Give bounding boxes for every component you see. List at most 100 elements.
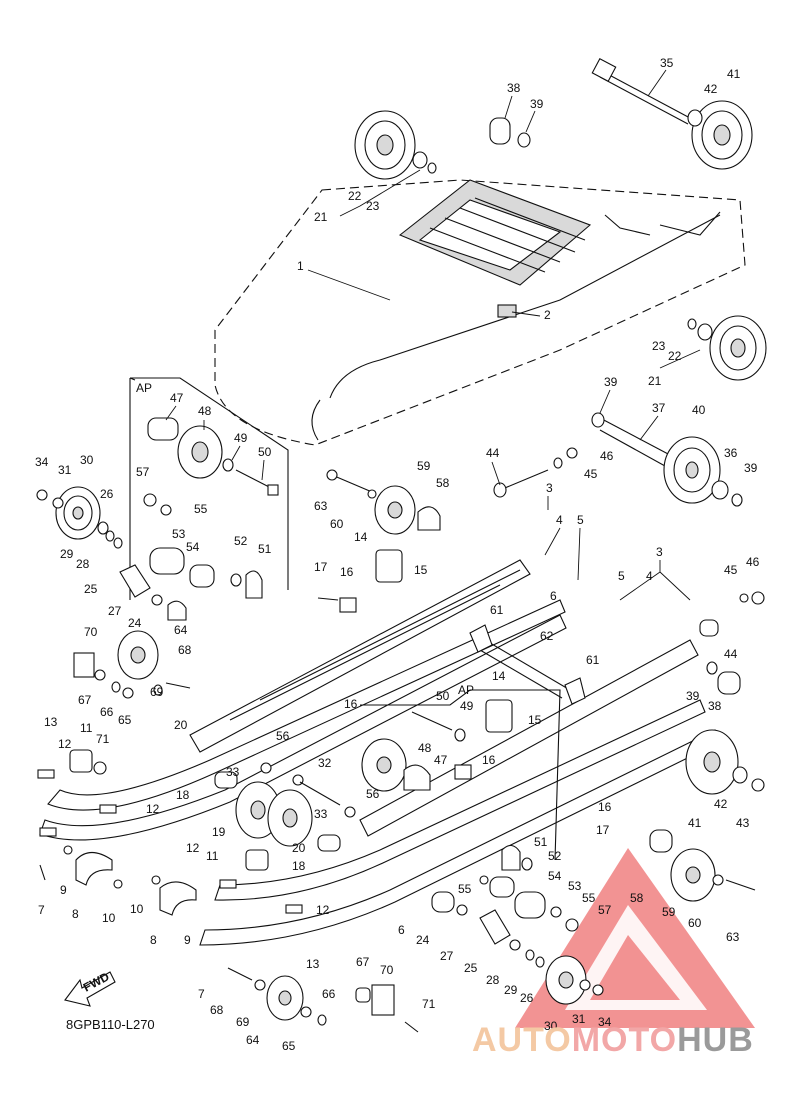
callout: 17 [314, 560, 328, 574]
callout: 43 [736, 816, 750, 830]
callout: 30 [80, 453, 94, 467]
callout: 48 [198, 404, 212, 418]
watermark-text: AUTOMOTOHUB [472, 1021, 754, 1060]
callout: 3 [656, 545, 663, 559]
callout: 51 [258, 542, 272, 556]
callout: 33 [314, 807, 328, 821]
callout: 2 [544, 308, 551, 322]
upper-axle-and-wheel [493, 412, 743, 507]
callout: 3 [546, 481, 553, 495]
callout: 38 [708, 699, 722, 713]
callout: 62 [540, 629, 554, 643]
ap-kit-right-parts [361, 699, 513, 792]
callout: 4 [556, 513, 563, 527]
callout: 10 [130, 902, 144, 916]
callout: 63 [314, 499, 328, 513]
track-lugs [398, 179, 721, 286]
callout: 28 [486, 973, 500, 987]
ap-label-left: AP [136, 381, 152, 395]
callout: 29 [60, 547, 74, 561]
callout: 47 [170, 391, 184, 405]
callout: 66 [100, 705, 114, 719]
callout: 38 [507, 81, 521, 95]
ap-kit-bracket [129, 377, 289, 600]
callout: 54 [186, 540, 200, 554]
callout: 16 [340, 565, 354, 579]
callout: 13 [306, 957, 320, 971]
callout: 21 [314, 210, 328, 224]
callout: 11 [80, 721, 93, 735]
leader-lines [165, 69, 701, 601]
callout: 37 [652, 401, 666, 415]
callout: 25 [464, 961, 478, 975]
callout: 44 [486, 446, 500, 460]
callout: 9 [60, 883, 67, 897]
bottom-front-parts [227, 967, 419, 1033]
callout: 65 [282, 1039, 296, 1053]
callout: 6 [398, 923, 405, 937]
callout: 47 [434, 753, 448, 767]
callout: 16 [598, 800, 612, 814]
callout: 49 [460, 699, 474, 713]
callout: 27 [108, 604, 122, 618]
rear-axle [591, 57, 691, 125]
callout: 35 [660, 56, 674, 70]
callout: 13 [44, 715, 58, 729]
callout: 32 [318, 756, 332, 770]
callout: 20 [174, 718, 188, 732]
callout: 31 [572, 1012, 586, 1026]
callout: 12 [146, 802, 160, 816]
callout: 70 [84, 625, 98, 639]
callout: 18 [292, 859, 306, 873]
watermark-part-2: MOTO [571, 1021, 678, 1059]
callout: 65 [118, 713, 132, 727]
callout: 23 [366, 199, 380, 213]
callout: 55 [194, 502, 208, 516]
left-mid-parts [73, 564, 191, 699]
callout: 5 [577, 513, 584, 527]
callout: 31 [58, 463, 72, 477]
callout: 16 [344, 697, 358, 711]
callout: 48 [418, 741, 432, 755]
left-slide-rail [39, 559, 567, 841]
callout: 7 [38, 903, 45, 917]
mid-wheel-59 [326, 469, 441, 535]
callout: 64 [174, 623, 188, 637]
callout: 12 [58, 737, 72, 751]
callout: 46 [746, 555, 760, 569]
callout: 21 [648, 374, 662, 388]
callout: 27 [440, 949, 454, 963]
callout: 5 [618, 569, 625, 583]
callout: 55 [458, 882, 472, 896]
callout: 34 [598, 1015, 612, 1029]
fwd-arrow-icon: FWD [64, 969, 116, 1007]
callout: 41 [727, 67, 741, 81]
callout: 68 [178, 643, 192, 657]
spacers-38-39 [489, 117, 531, 148]
callout: 52 [548, 849, 562, 863]
callout: 39 [744, 461, 758, 475]
callout: 33 [226, 765, 240, 779]
callout: 69 [150, 685, 164, 699]
callout: 17 [596, 823, 610, 837]
callout: 42 [714, 797, 728, 811]
callout: 39 [686, 689, 700, 703]
callout: 46 [600, 449, 614, 463]
callout: 30 [544, 1019, 558, 1033]
watermark-part-1: AUTO [472, 1021, 572, 1059]
callout: 50 [436, 689, 450, 703]
callout: 42 [704, 82, 718, 96]
callout: 41 [688, 816, 702, 830]
callout: 50 [258, 445, 272, 459]
watermark-part-3: HUB [677, 1021, 754, 1059]
callout: 4 [646, 569, 653, 583]
callout: 22 [348, 189, 362, 203]
callout: 24 [416, 933, 430, 947]
callout: 66 [322, 987, 336, 1001]
callout: 15 [528, 713, 542, 727]
track-clip [497, 304, 517, 318]
callout: 58 [436, 476, 450, 490]
callout: 9 [184, 933, 191, 947]
callout: 57 [136, 465, 150, 479]
